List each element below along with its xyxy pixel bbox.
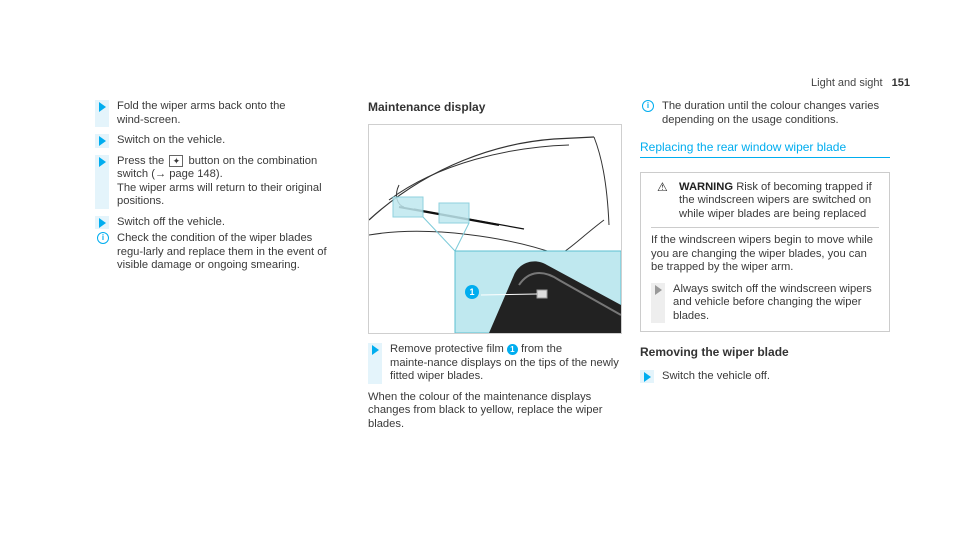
arrow-icon	[99, 136, 106, 146]
step-press-button: Press the ✦ button on the combination sw…	[95, 154, 345, 209]
callout-1-inline: 1	[506, 343, 518, 355]
info-icon: i	[642, 100, 654, 112]
column-right: i The duration until the colour changes …	[640, 100, 890, 390]
info-check-blades: i Check the condition of the wiper blade…	[95, 232, 345, 273]
step-switch-off-wipers: Always switch off the windscreen wipers …	[651, 282, 879, 323]
step-switch-off: Switch off the vehicle.	[95, 215, 345, 229]
wiper-illustration: 1	[368, 124, 622, 334]
step-fold-wiper: Fold the wiper arms back onto the wind‑s…	[95, 100, 345, 127]
step-remove-film: Remove protective film 1 from the mainte…	[368, 343, 623, 384]
page-number: 151	[891, 77, 910, 89]
section-name: Light and sight	[811, 77, 883, 89]
info-duration: i The duration until the colour changes …	[640, 100, 890, 127]
arrow-icon	[372, 345, 379, 355]
arrow-icon	[99, 217, 106, 228]
section-title-rear-wiper: Replacing the rear window wiper blade	[640, 140, 890, 158]
para-colour-change: When the colour of the maintenance displ…	[368, 390, 603, 430]
column-left: Fold the wiper arms back onto the wind‑s…	[95, 100, 345, 279]
info-icon: i	[97, 232, 109, 244]
heading-removing-blade: Removing the wiper blade	[640, 345, 789, 359]
warning-triangle-icon: ⚠	[657, 179, 668, 194]
wiper-button-icon: ✦	[169, 154, 184, 167]
column-middle: Remove protective film 1 from the mainte…	[368, 343, 623, 431]
arrow-icon	[99, 156, 106, 167]
running-header: Light and sight 151	[811, 77, 910, 89]
heading-maintenance-display: Maintenance display	[368, 100, 486, 114]
callout-1: 1	[465, 285, 479, 299]
arrow-icon	[655, 284, 662, 295]
step-switch-on: Switch on the vehicle.	[95, 134, 345, 148]
arrow-icon	[99, 102, 106, 112]
arrow-icon	[644, 371, 651, 382]
warning-box: ⚠ WARNING Risk of becoming trapped if th…	[640, 171, 890, 332]
step-switch-vehicle-off: Switch the vehicle off.	[640, 369, 890, 383]
